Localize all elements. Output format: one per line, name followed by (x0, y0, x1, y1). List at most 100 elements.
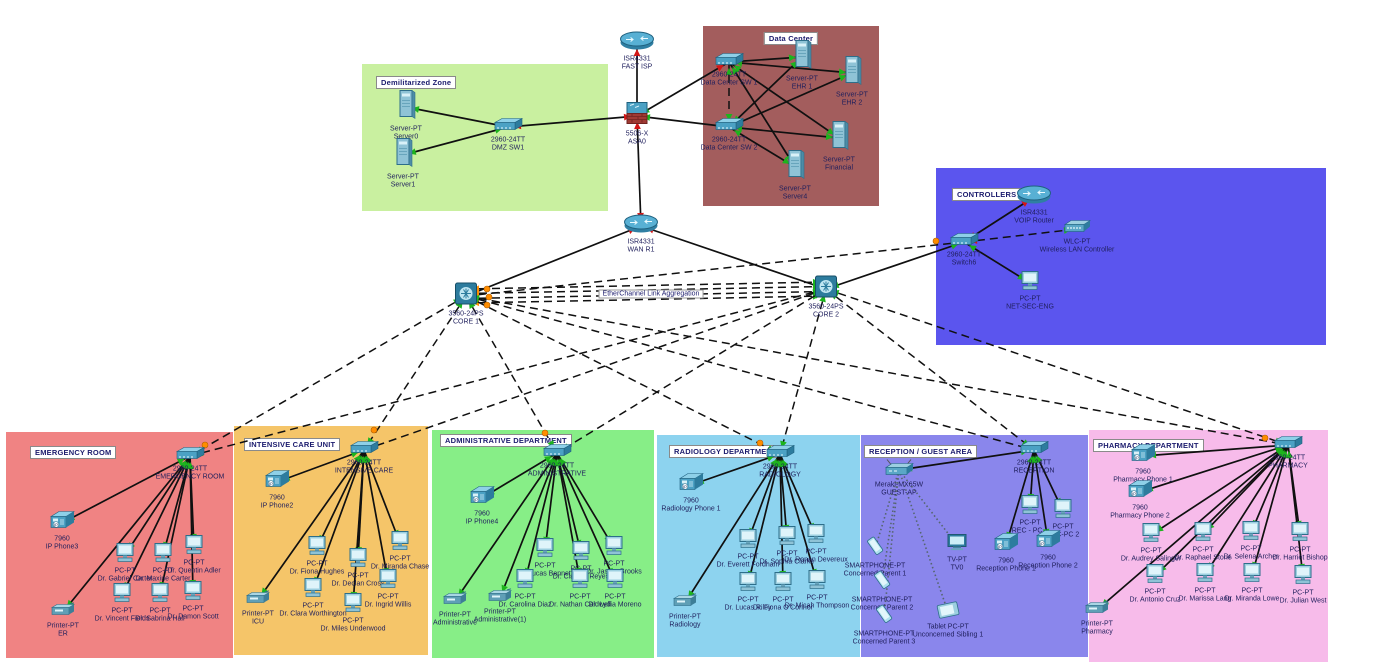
link-status-arrow (734, 130, 742, 137)
link-radsw-radprinter (684, 453, 781, 604)
device-name-label: WAN R1 (627, 246, 655, 253)
pc-icon (182, 581, 204, 605)
link-recsw-recphone1 (1005, 449, 1035, 546)
device-model-label: WLC-PT (1063, 238, 1091, 246)
device-model-label: 7960 (998, 557, 1014, 565)
device-name-label: Dr. Clara Worthington (279, 610, 347, 617)
link-ersw-erpc5 (159, 455, 191, 596)
link-icusw-icupc6 (352, 449, 365, 606)
link-dcsw1-financial (728, 61, 840, 139)
device-name-label: Unconcerned Sibling 1 (912, 631, 984, 638)
device-model-label: 7960 (1040, 554, 1056, 562)
device-model-label: ISR4331 (623, 55, 651, 63)
router-icon (619, 31, 655, 55)
